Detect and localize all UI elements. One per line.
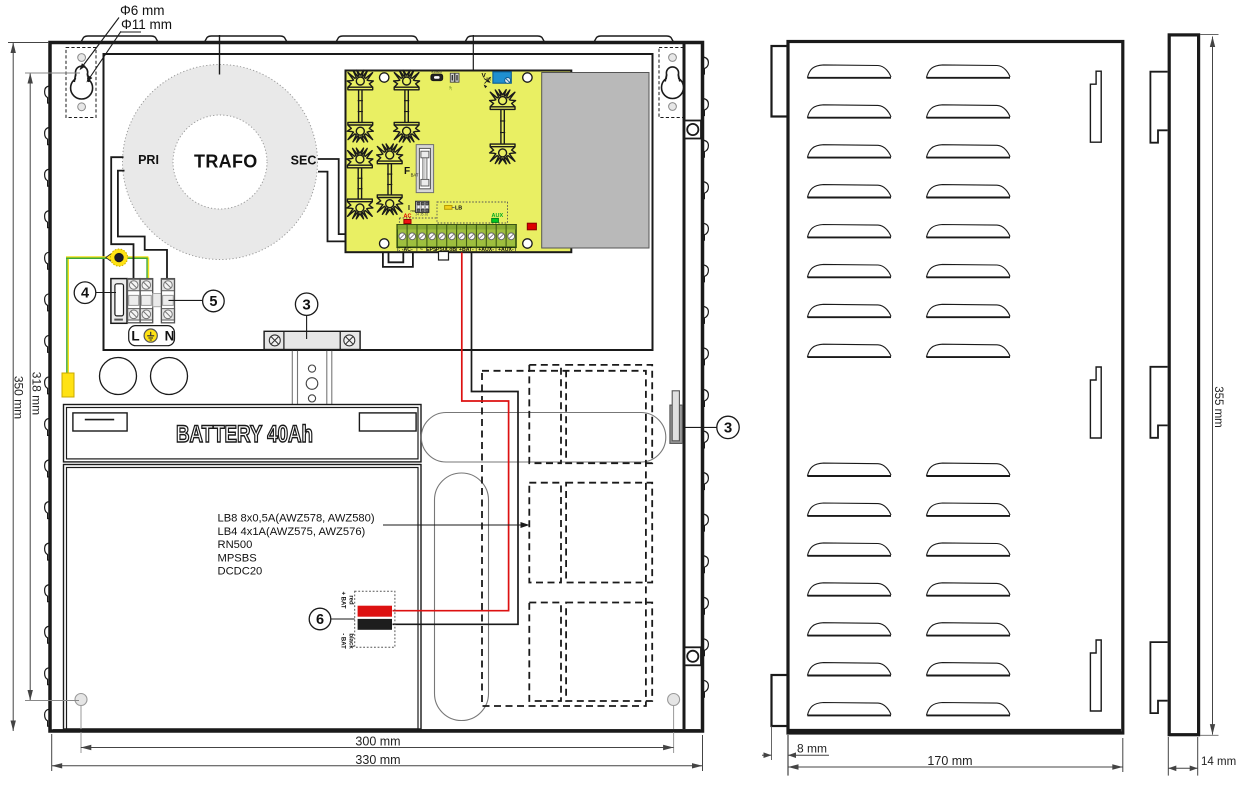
svg-text:PRI: PRI	[138, 153, 159, 167]
svg-text:TRAFO: TRAFO	[194, 152, 258, 172]
svg-text:8 mm: 8 mm	[797, 742, 827, 756]
svg-text:+AUX-: +AUX-	[478, 247, 494, 253]
svg-text:3: 3	[302, 296, 310, 313]
svg-text:3: 3	[724, 420, 732, 437]
svg-text:318 mm: 318 mm	[29, 372, 43, 415]
svg-text:LB: LB	[455, 206, 462, 212]
svg-text:+AUX-: +AUX-	[498, 247, 514, 253]
svg-text:S1/BAT: S1/BAT	[431, 70, 442, 74]
svg-text:-AC-: -AC-	[402, 247, 413, 253]
svg-text:4: 4	[81, 286, 89, 302]
svg-text:JP: JP	[448, 85, 453, 90]
svg-text:300 mm: 300 mm	[355, 735, 400, 749]
svg-text:+BAT-: +BAT-	[459, 247, 474, 253]
svg-text:+ BAT: + BAT	[340, 591, 346, 608]
svg-text:red: red	[348, 595, 354, 605]
svg-text:6: 6	[316, 612, 324, 628]
svg-text:DCDC20: DCDC20	[218, 566, 263, 578]
svg-text:Φ11 mm: Φ11 mm	[121, 17, 172, 32]
svg-text:LB4 4x1A(AWZ575, AWZ576): LB4 4x1A(AWZ575, AWZ576)	[218, 526, 366, 538]
svg-text:V: V	[482, 73, 487, 80]
svg-text:J4 J5 J6: J4 J5 J6	[415, 213, 428, 217]
svg-text:Φ6 mm: Φ6 mm	[120, 3, 165, 18]
svg-text:PSU: PSU	[436, 247, 447, 253]
svg-text:BAT: BAT	[411, 173, 419, 178]
svg-text:AC: AC	[404, 214, 412, 220]
svg-text:~: ~	[420, 247, 423, 253]
svg-text:- BAT: - BAT	[340, 633, 346, 649]
svg-text:max: max	[411, 208, 419, 213]
svg-text:N: N	[165, 328, 175, 343]
svg-text:L: L	[131, 328, 139, 343]
svg-text:BATTERY 40Ah: BATTERY 40Ah	[176, 421, 313, 448]
svg-text:SEC: SEC	[291, 154, 317, 168]
svg-text:EPS: EPS	[426, 247, 437, 253]
svg-text:LoB: LoB	[446, 247, 456, 253]
svg-text:LB8 8x0,5A(AWZ578, AWZ580): LB8 8x0,5A(AWZ578, AWZ580)	[218, 513, 375, 525]
svg-text:170 mm: 170 mm	[927, 754, 972, 768]
svg-text:14 mm: 14 mm	[1201, 756, 1236, 768]
svg-text:330 mm: 330 mm	[355, 753, 400, 767]
svg-text:5: 5	[209, 294, 217, 310]
svg-text:RN500: RN500	[218, 539, 253, 551]
svg-text:355 mm: 355 mm	[1212, 386, 1224, 428]
svg-text:350 mm: 350 mm	[12, 376, 26, 419]
svg-text:black: black	[348, 633, 354, 649]
svg-text:MPSBS: MPSBS	[218, 552, 257, 564]
svg-text:AUX: AUX	[492, 213, 504, 219]
svg-text:F: F	[404, 166, 410, 177]
svg-text:I: I	[408, 205, 410, 212]
